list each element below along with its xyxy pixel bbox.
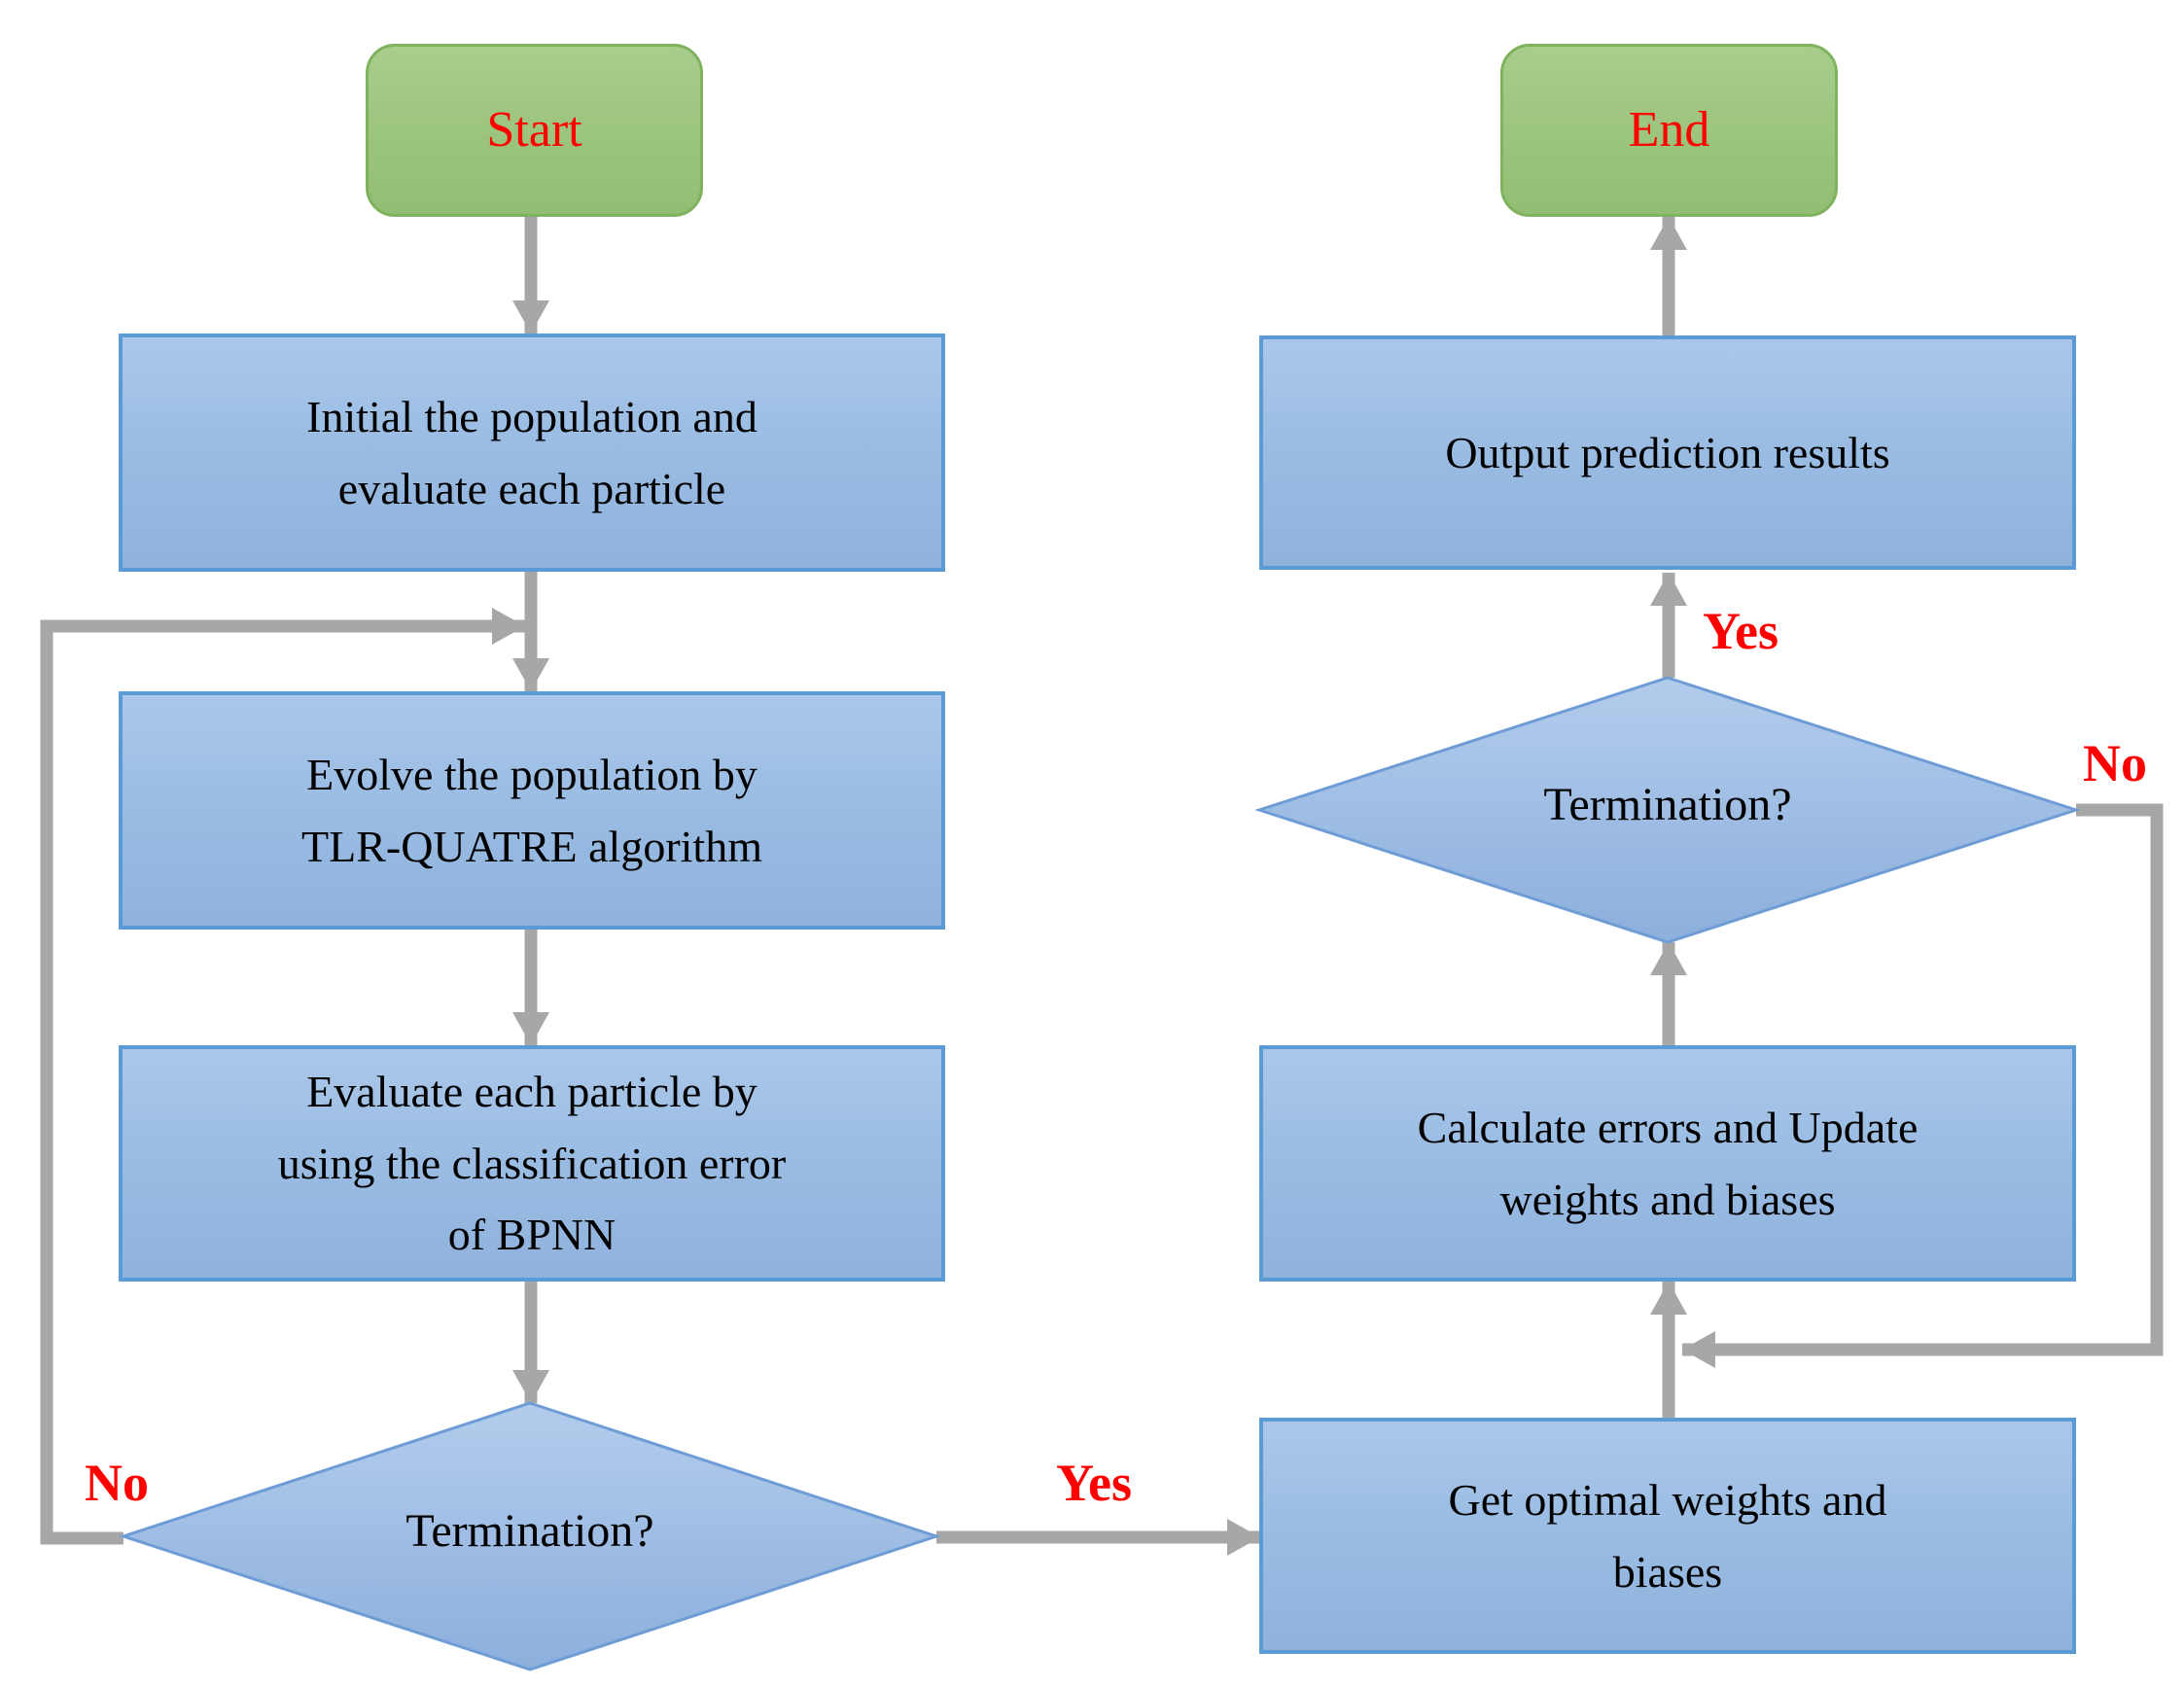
process-evaluate-particle-label: Evaluate each particle by using the clas… — [277, 1067, 787, 1260]
edge-label-no-right: No — [2083, 734, 2147, 792]
process-get-optimal-label: Get optimal weights and biases — [1448, 1474, 1887, 1597]
edge-no-loop-right — [1682, 803, 2164, 1368]
process-get-optimal: Get optimal weights and biases — [1259, 1418, 2076, 1654]
process-output-results: Output prediction results — [1259, 335, 2076, 570]
edge-label-yes-right: Yes — [1703, 602, 1779, 660]
process-init-population: Initial the population and evaluate each… — [119, 334, 945, 572]
process-evolve-population-label: Evolve the population by TLR-QUATRE algo… — [301, 749, 762, 871]
decision-termination-left-label: Termination? — [405, 1505, 654, 1557]
decision-termination-left-shape — [119, 1401, 941, 1671]
start-node-label: Start — [486, 102, 582, 158]
process-calculate-errors: Calculate errors and Update weights and … — [1259, 1045, 2076, 1282]
process-evolve-population: Evolve the population by TLR-QUATRE algo… — [119, 691, 945, 930]
edge-label-yes-left: Yes — [1056, 1454, 1132, 1512]
process-calculate-errors-label: Calculate errors and Update weights and … — [1417, 1102, 1919, 1224]
process-output-results-label: Output prediction results — [1445, 427, 1890, 477]
end-node: End — [1500, 44, 1838, 217]
start-node: Start — [366, 44, 703, 217]
edge-label-no-left: No — [85, 1454, 149, 1512]
decision-termination-right-label: Termination? — [1543, 779, 1792, 830]
edge-no-loop-left — [40, 608, 525, 1545]
end-node-label: End — [1628, 102, 1710, 158]
process-evaluate-particle: Evaluate each particle by using the clas… — [119, 1045, 945, 1282]
decision-termination-right-shape — [1254, 676, 2081, 944]
process-init-population-label: Initial the population and evaluate each… — [306, 391, 757, 513]
